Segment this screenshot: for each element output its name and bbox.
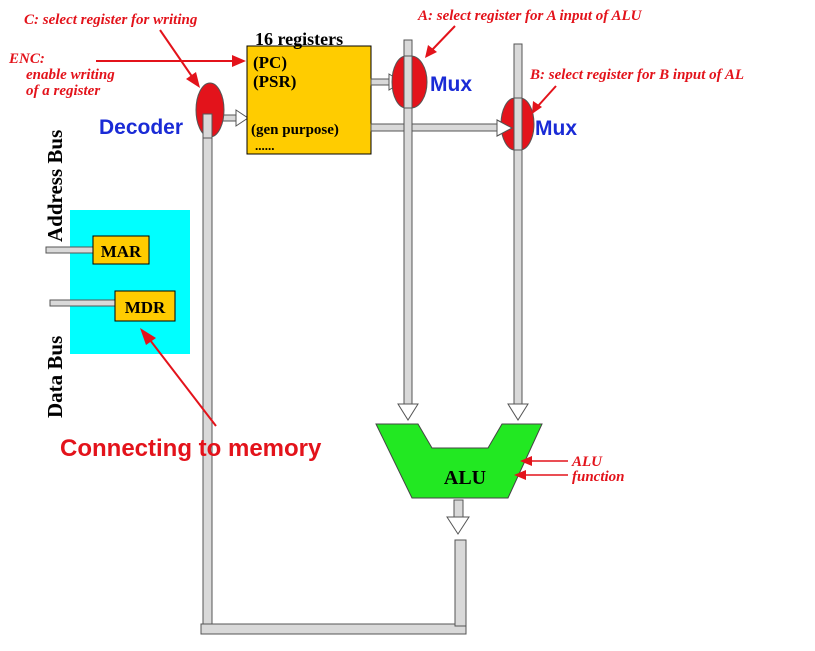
memory-arrow — [149, 339, 217, 427]
mux-a-bus-arrowhead — [397, 403, 419, 421]
a-select-arrowhead — [425, 45, 437, 58]
enc-arrowhead — [232, 55, 246, 67]
mdr-label: MDR — [125, 298, 166, 317]
c-select-arrow — [159, 29, 194, 79]
alu-shape — [375, 423, 543, 499]
alu-function-label-2: function — [572, 469, 625, 485]
mux-a-label: Mux — [430, 73, 472, 96]
mux-b-oval-right — [519, 97, 535, 151]
mux-b-input-arrowhead-overlay — [496, 119, 514, 137]
mux-a-bus-overlay — [403, 55, 413, 109]
mdr-register — [114, 290, 176, 322]
mux-b-bus-arrowhead — [507, 403, 529, 421]
writeback-bus-bottom — [200, 623, 467, 635]
register-file — [246, 45, 372, 155]
register-psr: (PSR) — [253, 72, 296, 91]
enc-title: ENC: — [8, 51, 45, 67]
mux-a-oval-left — [391, 55, 407, 109]
mux-b-label: Mux — [535, 117, 577, 140]
alu-output-arrowhead — [446, 516, 470, 535]
register-dots: ...... — [255, 138, 275, 153]
memory-arrowhead — [140, 328, 156, 345]
mux-a-oval-right — [410, 55, 428, 109]
address-bus-label: Address Bus — [43, 130, 67, 242]
enc-line2: of a register — [26, 83, 100, 99]
decoder-label: Decoder — [99, 116, 183, 139]
mar-register — [92, 235, 150, 265]
enc-line1: enable writing — [26, 67, 115, 83]
b-select-arrow — [537, 85, 557, 107]
a-select-arrow — [431, 25, 456, 51]
registers-to-mux-b-shaft — [370, 123, 500, 132]
alu-output-bus — [454, 539, 467, 627]
mar-label: MAR — [101, 242, 142, 261]
alu-output-shaft — [453, 499, 464, 519]
alu-function-arrowhead-2 — [514, 470, 526, 480]
register-pc: (PC) — [253, 53, 287, 72]
address-bus-line — [45, 246, 95, 254]
c-select-arrowhead — [186, 72, 200, 88]
data-bus-line — [49, 299, 117, 307]
register-file-title: 16 registers — [255, 29, 343, 49]
a-select-annotation: A: select register for A input of ALU — [417, 8, 643, 24]
decoder-to-registers-arrowhead — [235, 109, 249, 127]
writeback-bus-vertical — [202, 113, 213, 633]
registers-to-mux-a-shaft — [370, 78, 392, 86]
connecting-to-memory-label: Connecting to memory — [60, 435, 322, 462]
b-select-arrowhead — [532, 101, 542, 114]
b-select-annotation: B: select register for B input of AL — [529, 67, 744, 83]
mux-b-bus-overlay — [513, 97, 523, 151]
c-select-annotation: C: select register for writing — [24, 12, 198, 28]
register-gen-purpose: (gen purpose) — [251, 122, 339, 138]
alu-label: ALU — [444, 467, 486, 489]
memory-interface-box — [70, 210, 190, 354]
alu-function-label-1: ALU — [571, 454, 603, 470]
alu-function-arrowhead-1 — [520, 456, 532, 466]
decoder-bus-cap — [202, 113, 213, 139]
data-bus-label: Data Bus — [43, 336, 67, 418]
